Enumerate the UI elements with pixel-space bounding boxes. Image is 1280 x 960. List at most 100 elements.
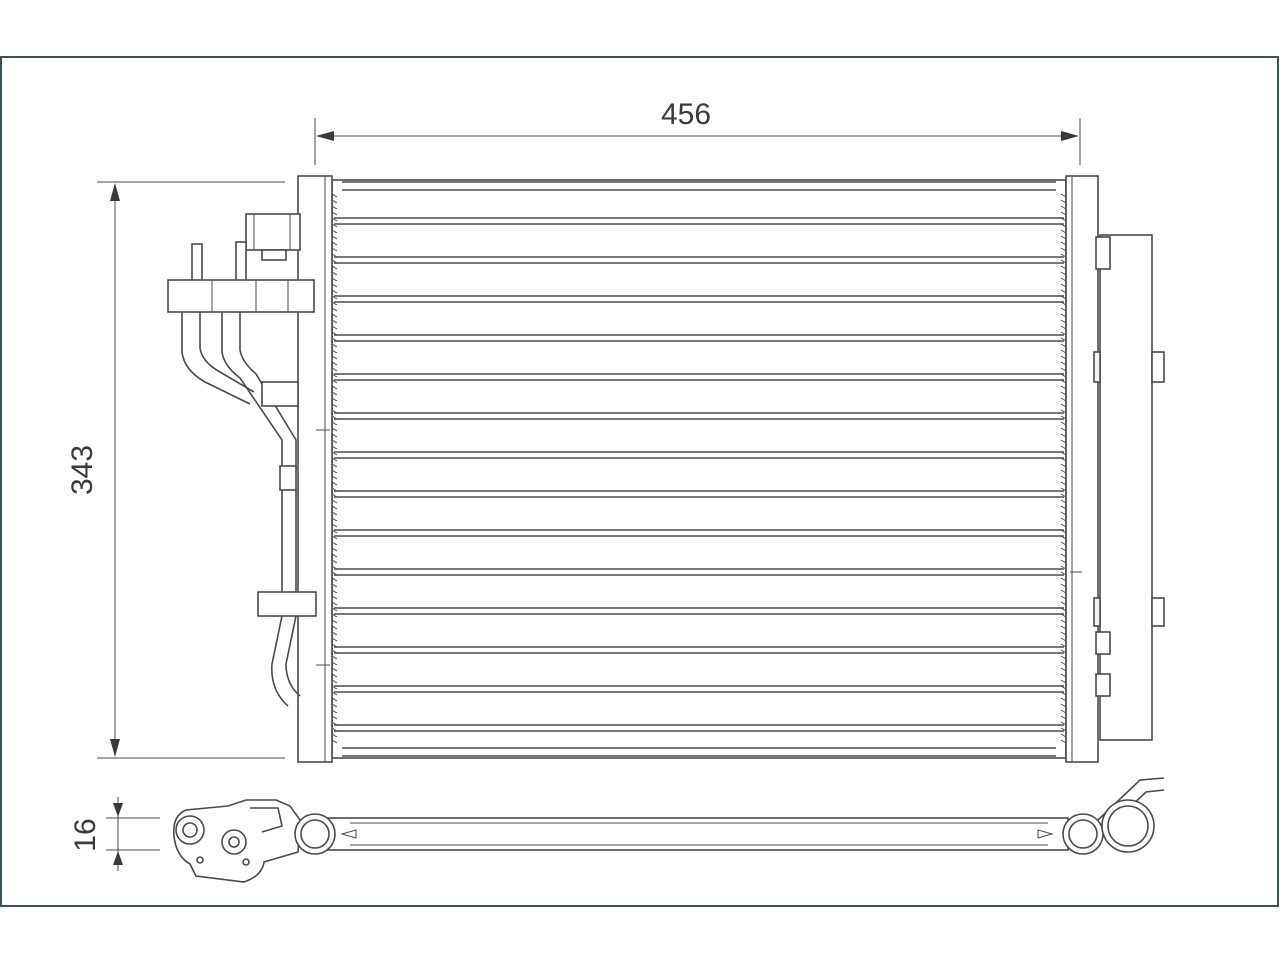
fin-tick	[331, 529, 338, 534]
fin-tick	[331, 211, 338, 216]
fin-tick	[331, 271, 338, 276]
fin-tick	[1060, 487, 1067, 492]
fin-tick	[331, 661, 338, 666]
core-fin-edges	[331, 193, 1067, 744]
fin-tick	[1060, 271, 1067, 276]
fin-tick	[1060, 463, 1067, 468]
fin-tick	[1060, 679, 1067, 684]
fin-tick	[331, 727, 338, 732]
fin-tick	[331, 685, 338, 690]
fin-tick	[331, 313, 338, 318]
depth-dimension: 16	[69, 797, 160, 871]
fin-tick	[331, 331, 338, 336]
fin-tick	[1060, 193, 1067, 198]
fin-tick	[331, 379, 338, 384]
width-arrow-left	[316, 131, 334, 141]
fin-tick	[1060, 379, 1067, 384]
fin-tick	[1060, 295, 1067, 300]
fin-tick	[331, 589, 338, 594]
fin-tick	[1060, 373, 1067, 378]
fin-tick	[1060, 301, 1067, 306]
fin-tick	[1060, 349, 1067, 354]
fin-tick	[331, 703, 338, 708]
fin-tick	[331, 577, 338, 582]
fin-tick	[331, 259, 338, 264]
fin-tick	[1060, 433, 1067, 438]
fin-tick	[331, 199, 338, 204]
depth-arrow-top	[113, 803, 123, 817]
fin-tick	[331, 649, 338, 654]
fin-tick	[331, 511, 338, 516]
left-header-tank	[297, 175, 333, 763]
fin-tick	[1060, 415, 1067, 420]
fin-tick	[1060, 553, 1067, 558]
fin-tick	[1060, 583, 1067, 588]
fin-tick	[1060, 211, 1067, 216]
fin-tick	[1060, 241, 1067, 246]
fin-tick	[1060, 499, 1067, 504]
fin-tick	[1060, 313, 1067, 318]
fin-tick	[1060, 223, 1067, 228]
fin-tick	[331, 397, 338, 402]
fin-tick	[1060, 619, 1067, 624]
fin-tick	[331, 445, 338, 450]
fin-tick	[331, 391, 338, 396]
receiver-drier	[1093, 234, 1165, 741]
fin-tick	[331, 487, 338, 492]
fin-tick	[331, 463, 338, 468]
fin-tick	[1060, 649, 1067, 654]
fin-tick	[1060, 595, 1067, 600]
fin-tick	[1060, 727, 1067, 732]
fin-tick	[1060, 535, 1067, 540]
fin-tick	[1060, 607, 1067, 612]
fin-tick	[331, 241, 338, 246]
fin-tick	[331, 607, 338, 612]
fin-tick	[1060, 673, 1067, 678]
height-arrow-top	[110, 183, 120, 201]
fin-tick	[1060, 421, 1067, 426]
fin-tick	[331, 643, 338, 648]
height-arrow-bottom	[110, 739, 120, 757]
fin-tick	[331, 247, 338, 252]
fin-tick	[1060, 661, 1067, 666]
fin-tick	[331, 193, 338, 198]
fin-tick	[331, 403, 338, 408]
fin-tick	[331, 469, 338, 474]
fin-tick	[331, 565, 338, 570]
fin-tick	[331, 457, 338, 462]
fin-tick	[1060, 589, 1067, 594]
fin-tick	[331, 655, 338, 660]
fin-tick	[331, 253, 338, 258]
width-dimension: 456	[314, 98, 1081, 165]
fin-tick	[331, 673, 338, 678]
fin-tick	[331, 277, 338, 282]
fin-tick	[331, 715, 338, 720]
fin-tick	[331, 349, 338, 354]
fin-tick	[1060, 325, 1067, 330]
fin-tick	[1060, 289, 1067, 294]
fin-tick	[1060, 505, 1067, 510]
fin-tick	[331, 421, 338, 426]
fin-tick	[331, 307, 338, 312]
fin-tick	[331, 637, 338, 642]
fin-tick	[331, 481, 338, 486]
fin-tick	[1060, 199, 1067, 204]
fin-tick	[331, 679, 338, 684]
fin-tick	[1060, 547, 1067, 552]
fin-tick	[331, 535, 338, 540]
fin-tick	[331, 337, 338, 342]
fin-tick	[1060, 457, 1067, 462]
fin-tick	[1060, 391, 1067, 396]
fin-tick	[331, 427, 338, 432]
fin-tick	[1060, 265, 1067, 270]
fin-tick	[331, 721, 338, 726]
fin-tick	[331, 289, 338, 294]
fin-tick	[1060, 337, 1067, 342]
fin-tick	[1060, 601, 1067, 606]
fin-tick	[1060, 259, 1067, 264]
fin-tick	[331, 571, 338, 576]
fin-tick	[1060, 229, 1067, 234]
fin-tick	[1060, 397, 1067, 402]
fin-tick	[331, 439, 338, 444]
pressure-switch	[245, 213, 301, 251]
